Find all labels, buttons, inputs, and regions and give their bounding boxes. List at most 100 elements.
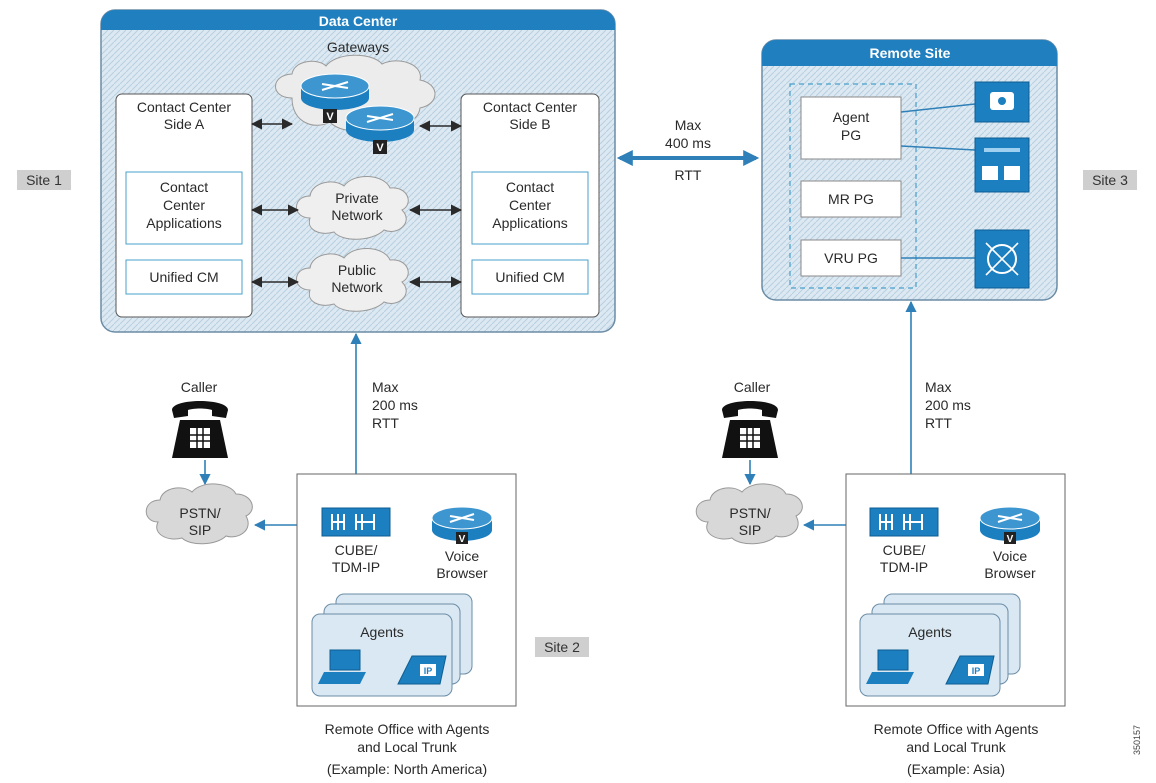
pstn-label: PSTN/: [179, 505, 220, 521]
side-b-ucm-box: [471, 259, 589, 295]
remote-site-pg-group: [789, 83, 917, 289]
remote-office-na: Caller PSTN/ SIP CUBE/ TDM-IP: [145, 379, 517, 777]
pstn-cloud: PSTN/ SIP: [695, 483, 803, 545]
side-b-apps-box: [471, 171, 589, 245]
dc-remote-rtt-label: Max: [675, 117, 701, 133]
remote-site-title: Remote Site: [870, 45, 951, 61]
remote-office-rtt-label: 200 ms: [925, 397, 971, 413]
ip-phone-icon: IP: [945, 655, 995, 685]
caller-label: Caller: [181, 379, 218, 395]
agent-pg-box: [800, 96, 902, 160]
remote-site-panel: Remote Site Agent PG MR PG VRU PG: [761, 39, 1058, 301]
cube-gateway-icon: [321, 507, 391, 537]
side-a-ucm-box: [125, 259, 243, 295]
private-network-label: Private: [335, 190, 379, 206]
side-b-apps-label: Applications: [492, 215, 568, 231]
site-3-tag: Site 3: [1083, 170, 1137, 190]
remote-site-header: [762, 40, 1057, 66]
side-b-apps-label: Contact: [506, 179, 554, 195]
gateways-cloud: V V: [275, 54, 436, 154]
office-asia-caption: and Local Trunk: [906, 739, 1007, 755]
voice-browser-router-icon: V: [431, 506, 493, 545]
telephone-icon: [172, 401, 228, 458]
router-icon: V: [300, 73, 370, 123]
cube-label: TDM-IP: [332, 559, 380, 575]
dc-office-rtt-label: RTT: [372, 415, 399, 431]
voice-browser-label: Browser: [436, 565, 488, 581]
vru-server-icon: [974, 229, 1030, 289]
agents-label: Agents: [360, 624, 404, 640]
agents-group: Agents IP: [859, 593, 1021, 697]
pstn-label: PSTN/: [729, 505, 770, 521]
remote-office-rtt-label: RTT: [925, 415, 952, 431]
pstn-label: SIP: [189, 522, 212, 538]
voice-browser-label: Voice: [993, 548, 1027, 564]
agents-group: Agents IP: [311, 593, 473, 697]
voice-browser-label: Browser: [984, 565, 1036, 581]
site-2-label: Site 2: [544, 639, 580, 655]
private-network-cloud: Private Network: [296, 176, 409, 240]
contact-center-side-b: Contact Center Side B Contact Center App…: [460, 93, 600, 318]
dc-office-rtt-label: 200 ms: [372, 397, 418, 413]
office-na-caption: (Example: North America): [327, 761, 487, 777]
data-center-header: [101, 10, 615, 30]
site-1-tag: Site 1: [17, 170, 71, 190]
dc-office-rtt-label: Max: [372, 379, 398, 395]
cube-label: CUBE/: [883, 542, 926, 558]
svg-text:V: V: [326, 111, 334, 123]
contact-center-side-a: Contact Center Side A Contact Center App…: [115, 93, 253, 318]
svg-text:IP: IP: [972, 666, 981, 676]
voice-browser-label: Voice: [445, 548, 479, 564]
side-a-subtitle: Side A: [164, 116, 205, 132]
dc-remote-rtt-label: RTT: [675, 167, 702, 183]
cube-label: TDM-IP: [880, 559, 928, 575]
router-icon: V: [345, 105, 415, 154]
public-network-label: Public: [338, 262, 376, 278]
office-na-caption: Remote Office with Agents: [325, 721, 490, 737]
side-a-apps-label: Applications: [146, 215, 222, 231]
side-a-apps-label: Center: [163, 197, 205, 213]
pstn-cloud: PSTN/ SIP: [145, 483, 253, 545]
mr-pg-label: MR PG: [828, 191, 874, 207]
remote-office-rtt-label: Max: [925, 379, 951, 395]
remote-office-asia: Caller PSTN/ SIP CUBE/ TDM-IP: [695, 379, 1066, 777]
agent-pg-label: Agent: [833, 109, 870, 125]
voice-browser-router-icon: V: [979, 506, 1041, 545]
call-manager-icon: [974, 81, 1030, 123]
side-b-subtitle: Side B: [509, 116, 550, 132]
cube-label: CUBE/: [335, 542, 378, 558]
side-a-apps-label: Contact: [160, 179, 208, 195]
gateways-label: Gateways: [327, 39, 389, 55]
agent-pg-label: PG: [841, 127, 861, 143]
remote-office-asia-link: Max 200 ms RTT: [905, 300, 971, 507]
side-b-title: Contact Center: [483, 99, 577, 115]
public-network-label: Network: [331, 279, 383, 295]
mr-pg-box: [800, 180, 902, 218]
figure-id: 350157: [1132, 725, 1142, 755]
cube-gateway-icon: [869, 507, 939, 537]
svg-text:V: V: [459, 534, 466, 545]
side-a-apps-box: [125, 171, 243, 245]
agents-label: Agents: [908, 624, 952, 640]
laptop-icon: [866, 649, 914, 684]
laptop-icon: [318, 649, 366, 684]
vru-pg-box: [800, 239, 902, 277]
caller-label: Caller: [734, 379, 771, 395]
svg-text:IP: IP: [424, 666, 433, 676]
office-asia-caption: (Example: Asia): [907, 761, 1005, 777]
svg-text:V: V: [376, 142, 384, 154]
side-b-apps-label: Center: [509, 197, 551, 213]
svg-text:V: V: [1007, 534, 1014, 545]
office-asia-caption: Remote Office with Agents: [874, 721, 1039, 737]
dc-remote-link: Max 400 ms RTT: [616, 117, 760, 183]
public-network-cloud: Public Network: [296, 248, 409, 312]
office-na-caption: and Local Trunk: [357, 739, 458, 755]
site-3-label: Site 3: [1092, 172, 1128, 188]
data-center-title: Data Center: [319, 13, 398, 29]
telephone-icon: [722, 401, 778, 458]
vru-pg-label: VRU PG: [824, 250, 878, 266]
site-1-label: Site 1: [26, 172, 62, 188]
dc-remote-rtt-label: 400 ms: [665, 135, 711, 151]
private-network-label: Network: [331, 207, 383, 223]
